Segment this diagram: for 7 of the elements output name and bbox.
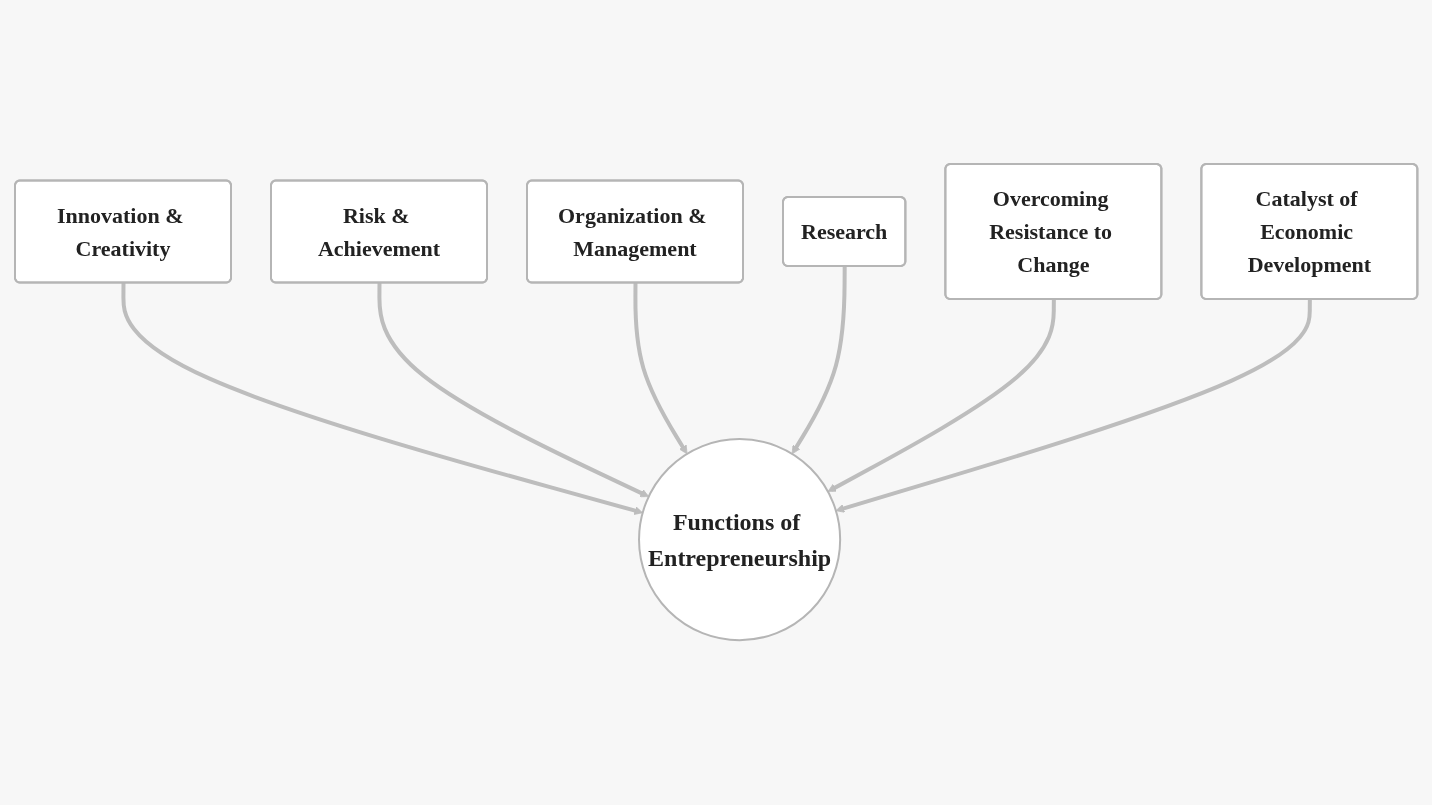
arrow <box>377 283 649 498</box>
arrow <box>835 299 1312 514</box>
arrow <box>827 299 1056 493</box>
node-circle: Functions of Entrepreneurship <box>637 438 841 642</box>
arrow <box>791 266 847 455</box>
arrow <box>121 283 643 516</box>
arrow <box>633 283 688 455</box>
